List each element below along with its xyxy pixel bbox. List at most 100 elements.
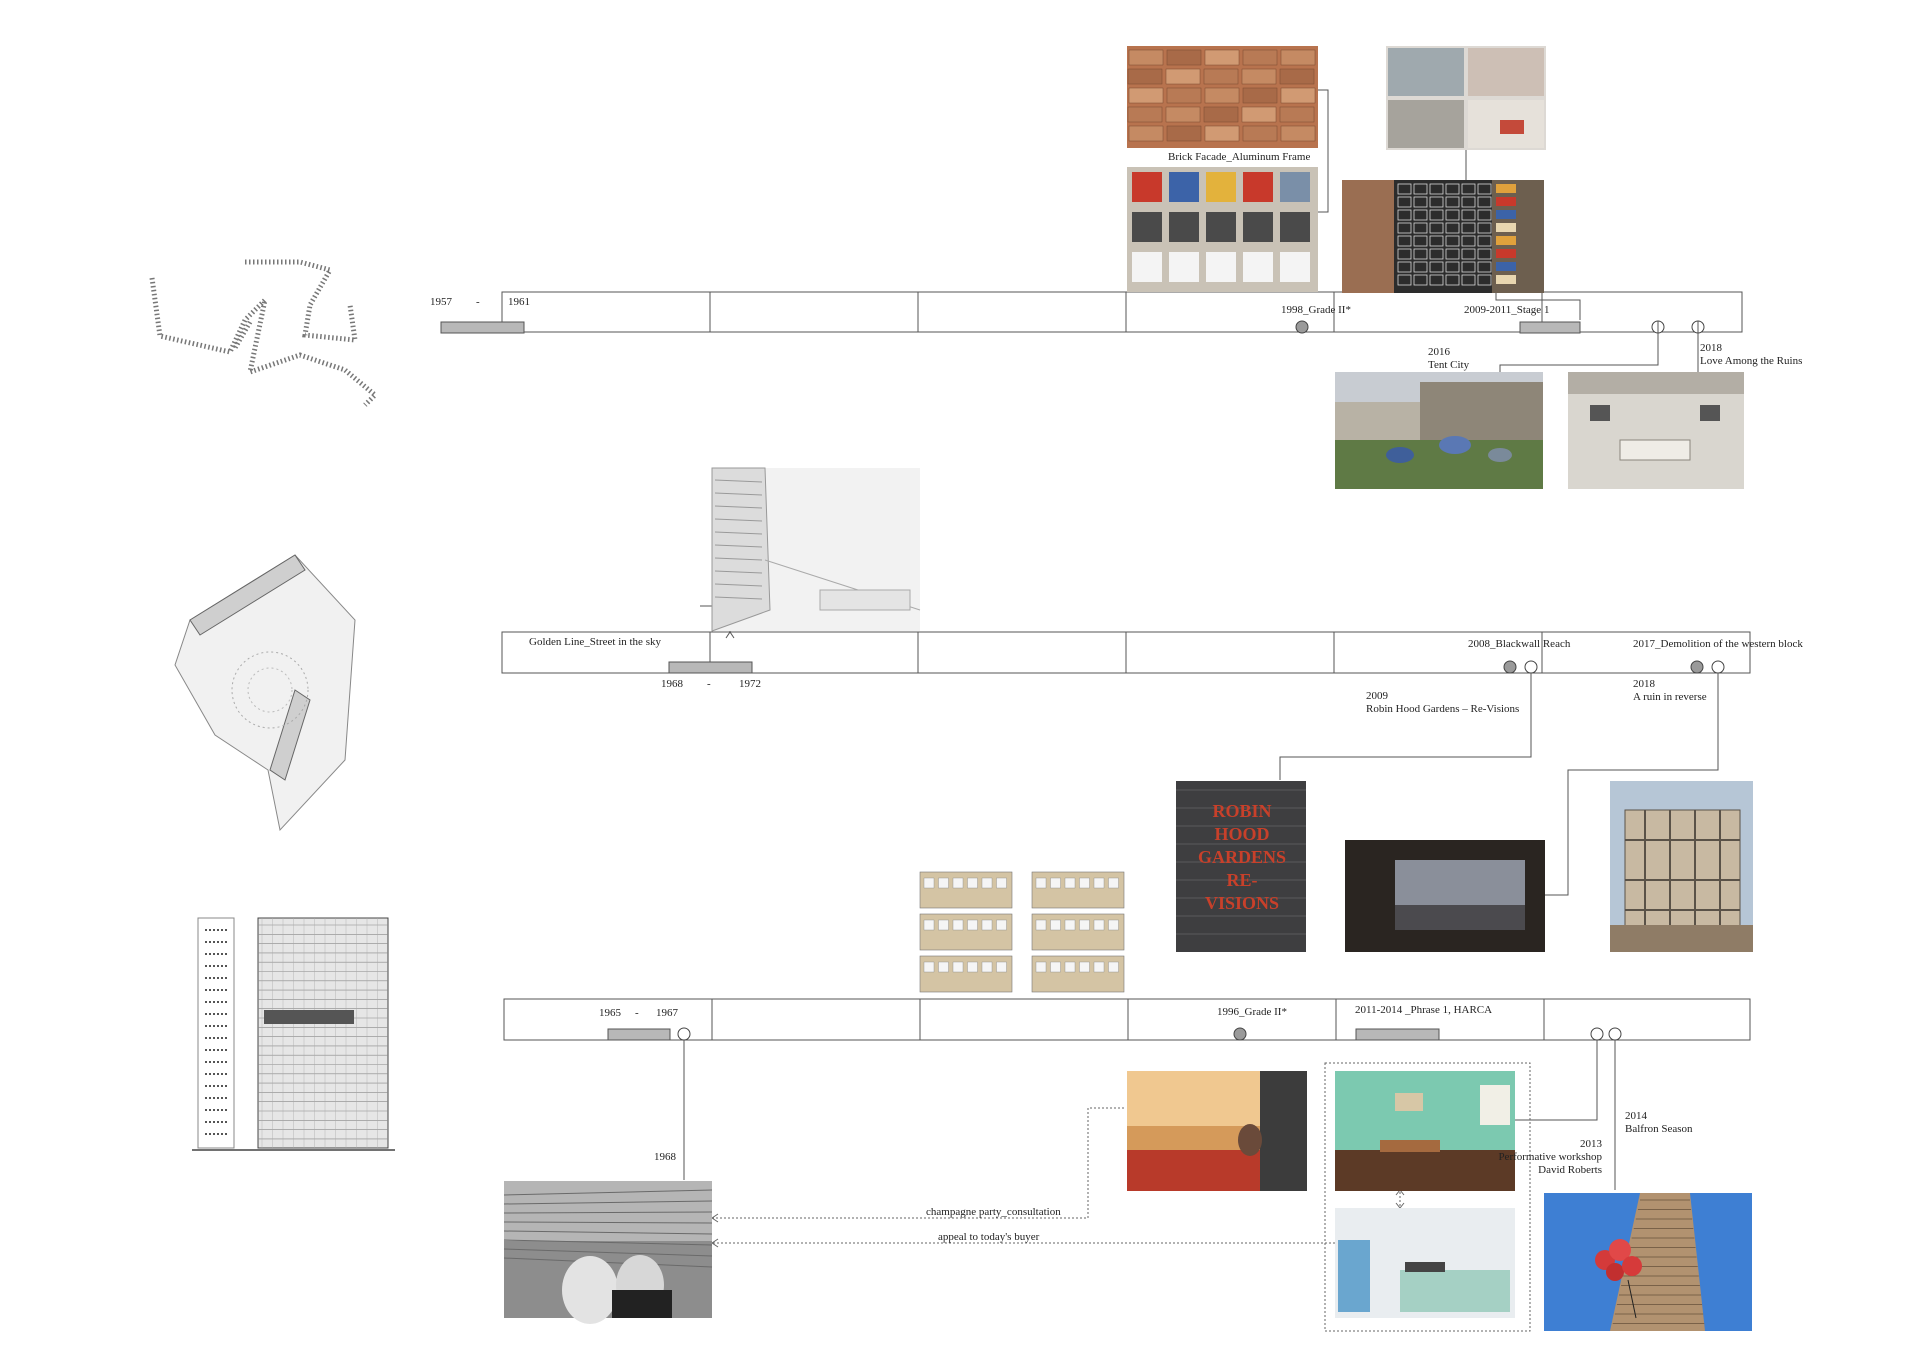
brick-shape (1279, 106, 1315, 123)
window-cell (1445, 261, 1460, 273)
robin-hood-arrow-head (725, 631, 735, 639)
window-cell (1429, 274, 1444, 286)
window-cell (1477, 235, 1492, 247)
park-hill-stage-label: 2009-2011_Stage 1 (1464, 304, 1550, 316)
park-hill-stage1-bar (1519, 321, 1581, 334)
window-cell (1397, 248, 1412, 260)
facade-panel (1243, 212, 1273, 242)
brick-shape (1128, 125, 1164, 142)
park-hill-construction-bar (440, 321, 525, 334)
elevation-window (952, 919, 964, 931)
balfron-1968-dot (677, 1027, 691, 1041)
street-in-sky-photo (711, 467, 921, 632)
sketch-line (714, 557, 763, 561)
window-cell (1413, 274, 1428, 286)
sketch-line (714, 596, 763, 600)
balfron-elevation-drawing (192, 917, 395, 1151)
window-cell (1397, 274, 1412, 286)
balfron-tower-photo (1544, 1193, 1752, 1331)
window-cell (1429, 183, 1444, 195)
brick-shape (1242, 49, 1278, 66)
brick-shape (1127, 106, 1163, 123)
brick-shape (1204, 125, 1240, 142)
facade-panel (1132, 252, 1162, 282)
window-cell (1397, 209, 1412, 221)
elevation-window (996, 919, 1007, 931)
window-cell (1413, 183, 1428, 195)
window-cell (1397, 235, 1412, 247)
elevation-window (1108, 877, 1119, 889)
window-cell (1397, 222, 1412, 234)
brick-facade-photo (1127, 46, 1318, 148)
robin-hood-revisions-dot (1524, 660, 1538, 674)
elevation-window (996, 877, 1007, 889)
elevation-window (1079, 961, 1090, 973)
city-line (503, 1189, 713, 1196)
park-hill-timeline (501, 291, 1743, 333)
park-hill-facade-photo (1127, 167, 1318, 292)
venice-installation-photo (1345, 840, 1545, 952)
brick-shape (1166, 87, 1202, 104)
colour-panel (1496, 184, 1516, 193)
brick-shape (1280, 49, 1316, 66)
balfron-balcony-photo (1127, 1071, 1307, 1191)
city-line (503, 1211, 713, 1214)
connector-lines (683, 89, 1719, 1190)
brick-shape (1204, 87, 1240, 104)
park-hill-grade-dot (1295, 320, 1309, 334)
ruin-in-reverse-photo (1610, 781, 1753, 952)
balfron-timeline (503, 998, 1751, 1041)
window-cell (1477, 248, 1492, 260)
brick-shape (1242, 87, 1278, 104)
window-cell (1445, 209, 1460, 221)
window-cell (1445, 235, 1460, 247)
facade-panel (1243, 252, 1273, 282)
window-cell (1429, 248, 1444, 260)
elevation-window (923, 961, 935, 973)
facade-panel (1132, 172, 1162, 202)
brick-shape (1166, 125, 1202, 142)
window-cell (1413, 248, 1428, 260)
facade-panel (1206, 172, 1236, 202)
city-line (503, 1230, 713, 1235)
ruin-in-reverse-label: 2018 A ruin in reverse (1633, 678, 1707, 703)
park-hill-end-year: 1961 (508, 296, 530, 308)
elevation-window (923, 877, 935, 889)
elevation-window (996, 961, 1007, 973)
window-cell (1461, 196, 1476, 208)
brick-shape (1166, 49, 1202, 66)
window-cell (1397, 196, 1412, 208)
window-cell (1477, 261, 1492, 273)
balfron-dash: - (635, 1007, 639, 1019)
park-hill-interior-photos (1386, 46, 1546, 150)
elevation-tile (1031, 955, 1125, 993)
elevation-window (1050, 877, 1061, 889)
robin-hood-dash: - (707, 678, 711, 690)
brick-shape (1203, 68, 1239, 85)
elevation-window (1050, 961, 1061, 973)
elevation-window (1108, 919, 1119, 931)
love-among-ruins-photo (1568, 372, 1744, 489)
golden-line-label: Golden Line_Street in the sky (529, 636, 661, 648)
park-hill-start-year: 1957 (430, 296, 452, 308)
colour-panel (1496, 249, 1516, 258)
elevation-tile (919, 955, 1013, 993)
facade-panel (1132, 212, 1162, 242)
window-cell (1397, 183, 1412, 195)
sketch-line (714, 518, 763, 522)
colour-panel (1496, 275, 1516, 284)
window-cell (1445, 274, 1460, 286)
elevation-window (1064, 919, 1076, 931)
facade-panel (1169, 252, 1199, 282)
poster-title: ROBIN HOOD GARDENS RE- VISIONS (1197, 801, 1286, 913)
facade-panel (1206, 252, 1236, 282)
elevation-window (1035, 961, 1047, 973)
sketch-line (714, 505, 763, 509)
window-cell (1397, 261, 1412, 273)
elevation-window (1093, 877, 1105, 889)
sketch-line (714, 531, 763, 535)
window-cell (1461, 183, 1476, 195)
robin-hood-start-year: 1968 (661, 678, 683, 690)
brick-shape (1165, 68, 1201, 85)
brick-facade-label: Brick Facade_Aluminum Frame (1168, 151, 1311, 163)
